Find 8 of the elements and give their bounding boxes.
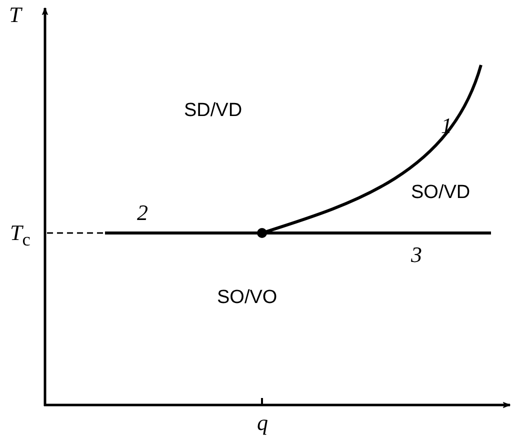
region-label: SD/VD bbox=[184, 101, 242, 120]
axis-value-label: q bbox=[257, 412, 268, 434]
region-label: SO/VD bbox=[411, 183, 470, 202]
curve-number: 2 bbox=[137, 202, 148, 224]
axis-value-label: T$_{c}$ bbox=[10, 222, 30, 249]
region-label: SO/VO bbox=[217, 288, 278, 307]
curve-number: 3 bbox=[411, 244, 422, 266]
axis-label: T bbox=[9, 4, 22, 26]
